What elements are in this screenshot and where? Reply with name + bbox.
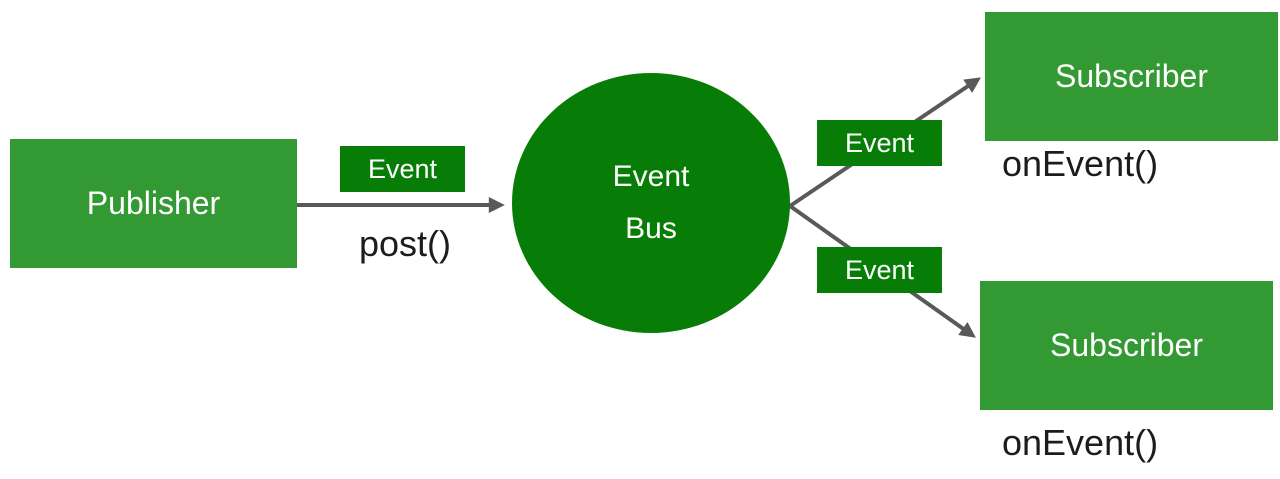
event-tag-label: Event (844, 254, 915, 285)
event-tag-label: Event (844, 127, 915, 158)
subscriber-node-1: Subscriber (985, 12, 1278, 141)
event-bus-node: Event Bus (512, 73, 790, 333)
subscriber-node-2: Subscriber (980, 281, 1273, 410)
publisher-node: Publisher (10, 139, 297, 268)
event-tag-subscriber-1: Event (817, 120, 942, 166)
event-bus-label-line2: Bus (625, 212, 677, 245)
onevent-handler-label-1: onEvent() (1002, 143, 1159, 184)
event-tag-subscriber-2: Event (817, 247, 942, 293)
event-tag-publisher: Event (340, 146, 465, 192)
subscriber-label: Subscriber (1055, 58, 1208, 94)
event-tag-label: Event (367, 153, 438, 184)
onevent-handler-label-2: onEvent() (1002, 422, 1159, 463)
post-method-label: post() (358, 223, 452, 264)
subscriber-label: Subscriber (1050, 327, 1203, 363)
publisher-label: Publisher (86, 185, 221, 221)
event-bus-label-line1: Event (612, 160, 690, 193)
